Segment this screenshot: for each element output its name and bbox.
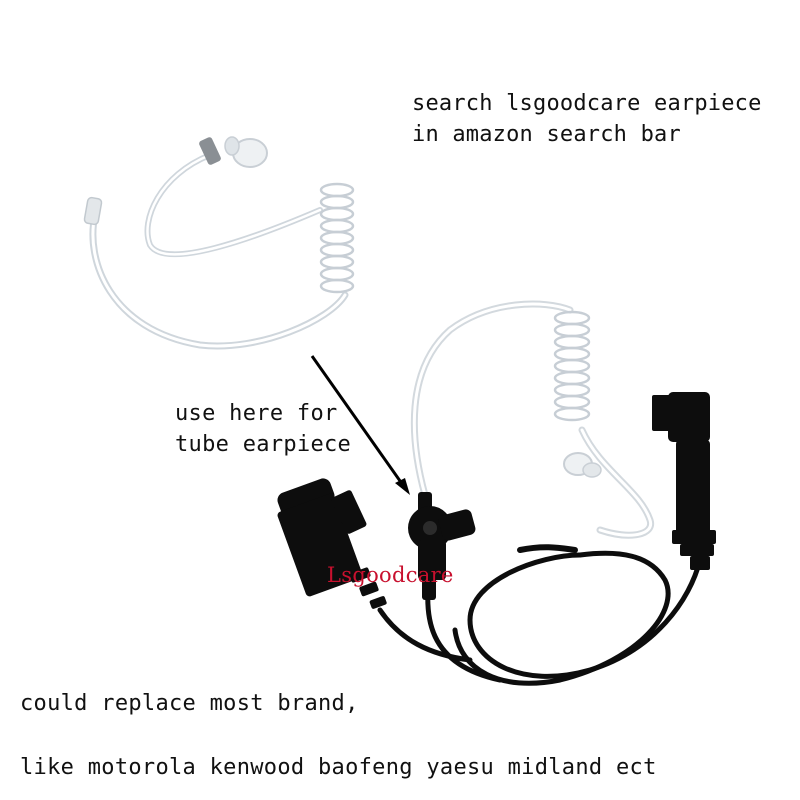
tube-earpiece-note-line1: use here for [175, 401, 338, 426]
spare-ear-tip [199, 136, 268, 168]
search-instruction-line2: in amazon search bar [412, 122, 681, 147]
spare-acoustic-tube [89, 152, 349, 350]
tube-earpiece-note-line2: tube earpiece [175, 432, 352, 457]
spare-tube-coil [319, 182, 355, 294]
pointer-arrow [310, 355, 410, 495]
tube-earpiece-note: use here for tube earpiece [175, 398, 351, 460]
attached-ear-tip [563, 452, 602, 478]
compatibility-note-line2: like motorola kenwood baofeng yaesu midl… [20, 755, 657, 780]
headset-cable [377, 544, 703, 686]
search-instruction: search lsgoodcare earpiece in amazon sea… [412, 88, 762, 150]
brand-watermark: Lsgoodcare [327, 563, 454, 587]
spare-tube-connector [83, 196, 103, 226]
attached-acoustic-tube [410, 300, 655, 539]
attached-tube-coil [553, 310, 591, 422]
search-instruction-line1: search lsgoodcare earpiece [412, 91, 762, 116]
radio-connector [652, 392, 716, 570]
compatibility-note-line1: could replace most brand, [20, 691, 359, 716]
ptt-box [277, 478, 387, 609]
